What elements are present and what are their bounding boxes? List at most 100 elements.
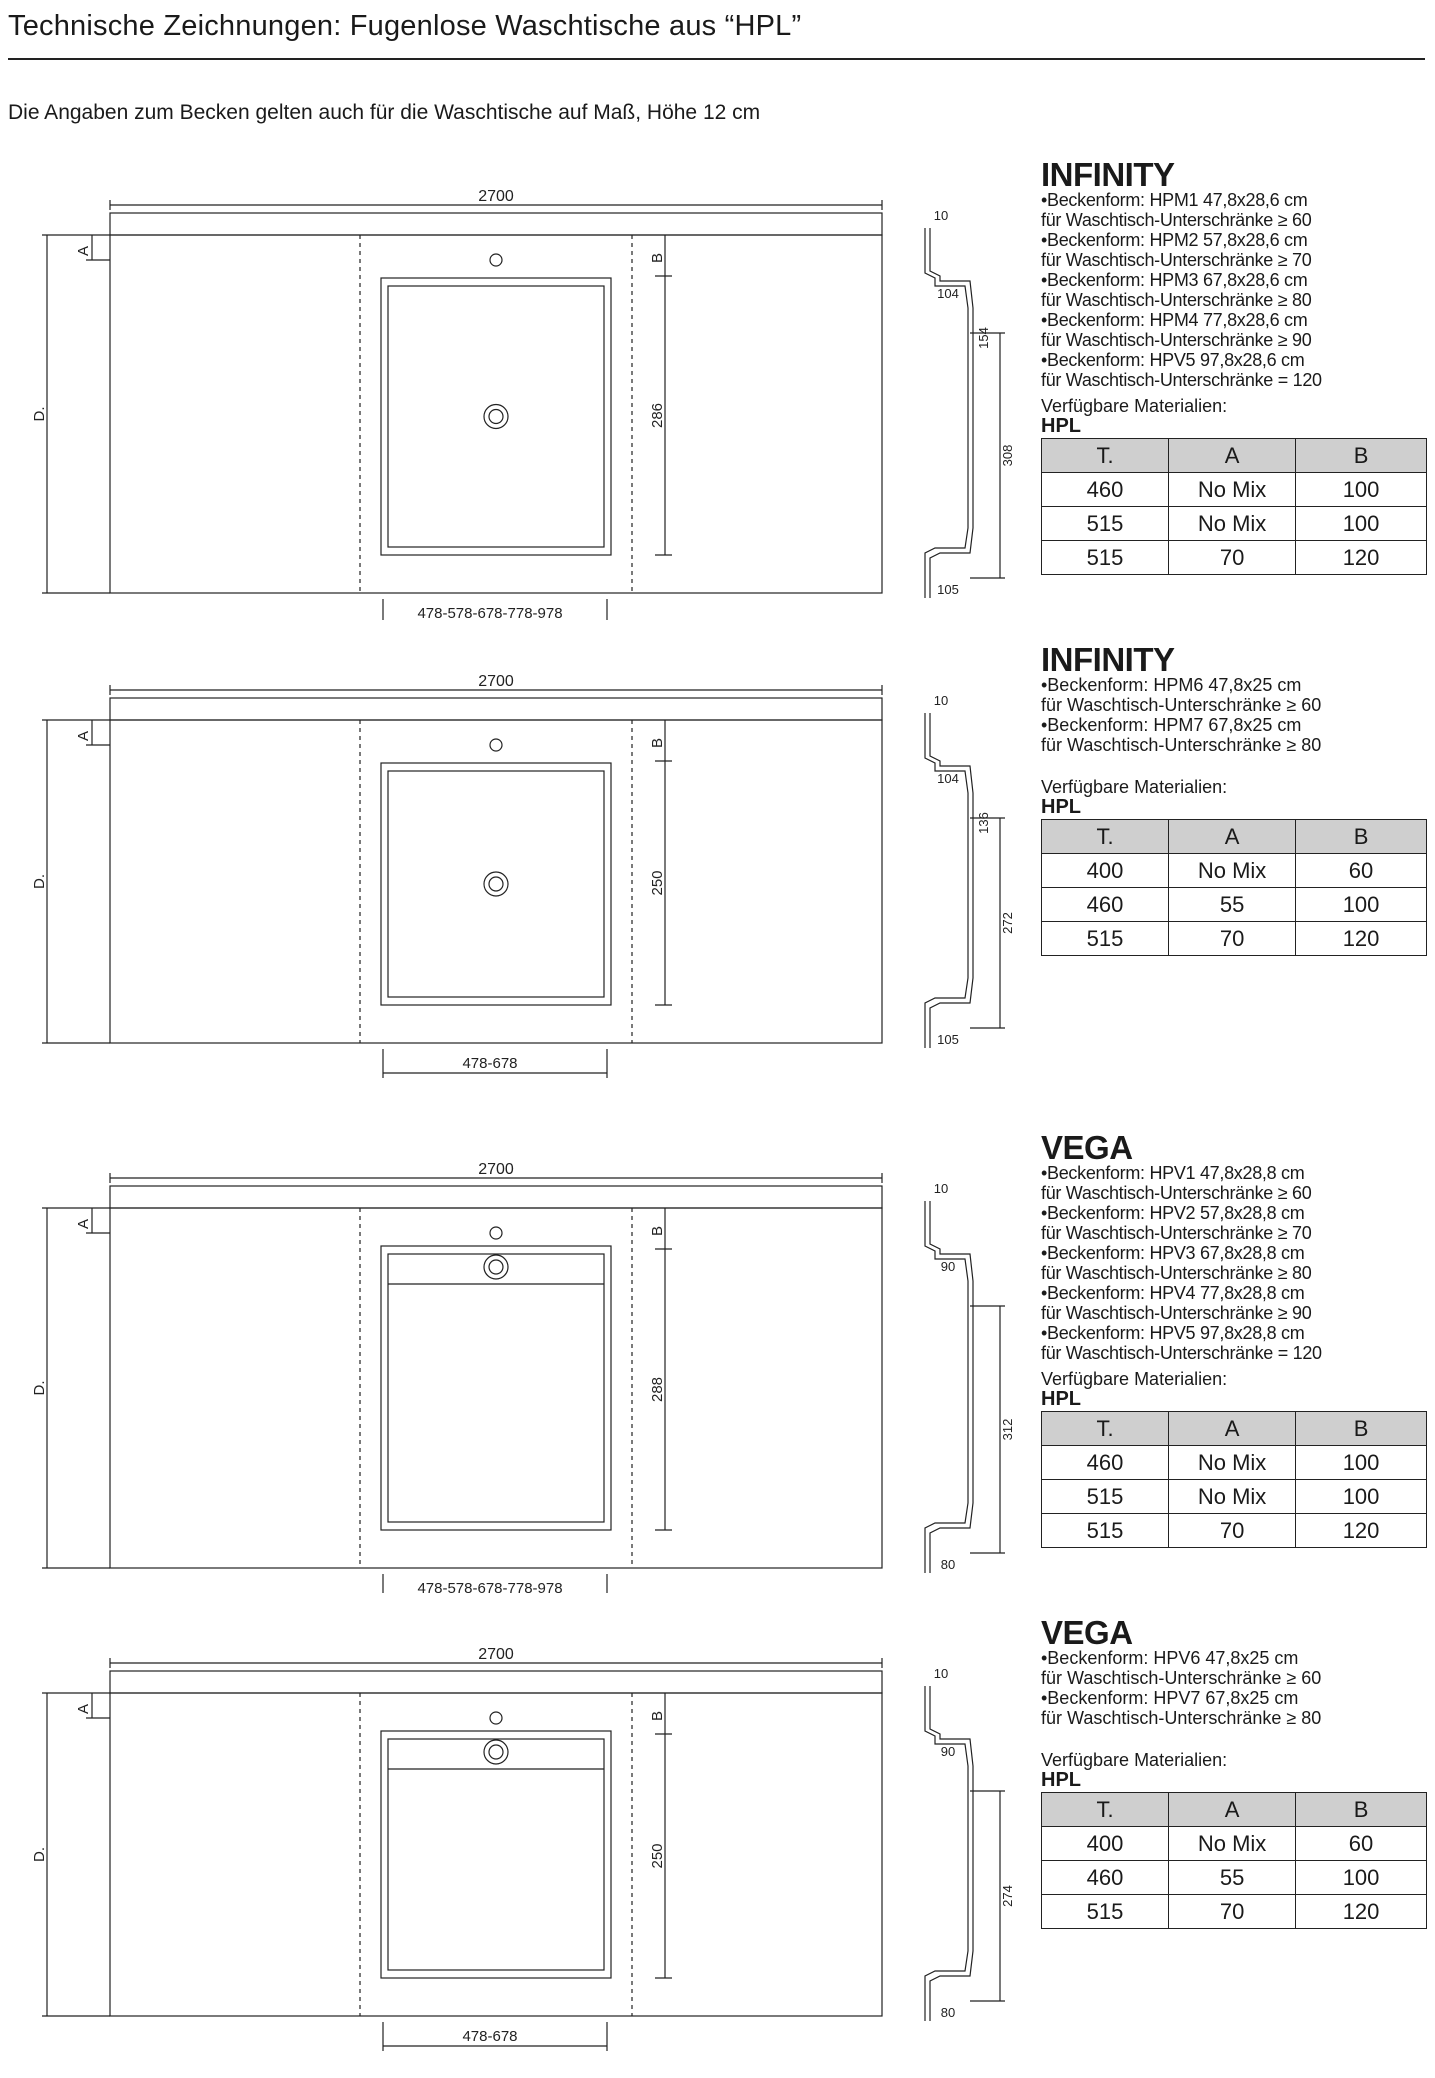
- depth-label: D.: [31, 1381, 48, 1396]
- cabinet-spec: für Waschtisch-Unterschränke ≥ 80: [1041, 290, 1312, 310]
- tap-hole-icon: [489, 738, 503, 752]
- width-dimension: 2700: [478, 1646, 514, 1663]
- depth-label: D.: [31, 1847, 48, 1862]
- table-header-cell: T.: [1040, 1411, 1170, 1446]
- materials-label: Verfügbare Materialien:: [1041, 1750, 1228, 1770]
- profile-total-dimension: 272: [1000, 912, 1015, 934]
- table-header-cell: B: [1295, 1411, 1427, 1446]
- basin-form-spec: •Beckenform: HPV5 97,8x28,8 cm: [1041, 1323, 1305, 1343]
- table-cell: 120: [1295, 1894, 1427, 1929]
- table-cell: 515: [1040, 921, 1170, 956]
- table-cell: 515: [1040, 1479, 1170, 1514]
- table-cell: 70: [1168, 1513, 1297, 1548]
- profile-total-dimension: 312: [1000, 1419, 1015, 1441]
- technical-drawing: 2700D.AB286478-578-678-778-9781010415430…: [31, 188, 1015, 620]
- table-header-cell: B: [1295, 1792, 1427, 1827]
- table-cell: 515: [1040, 540, 1170, 575]
- depth-label: D.: [31, 407, 48, 422]
- profile-bottom-dimension: 105: [937, 582, 959, 597]
- table-cell: 70: [1168, 921, 1297, 956]
- table-cell: 460: [1040, 1860, 1170, 1895]
- basin-depth-dimension: 250: [649, 1843, 666, 1868]
- width-dimension: 2700: [478, 1161, 514, 1178]
- width-dimension: 2700: [478, 188, 514, 205]
- basin-form-spec: •Beckenform: HPM6 47,8x25 cm: [1041, 675, 1302, 695]
- basin-width-dimension: 478-678: [462, 1055, 517, 1072]
- table-header-cell: A: [1168, 438, 1297, 473]
- table-header-cell: A: [1168, 819, 1297, 854]
- profile-bottom-dimension: 105: [937, 1032, 959, 1047]
- cabinet-spec: für Waschtisch-Unterschränke ≥ 80: [1041, 1708, 1322, 1728]
- profile-inner-dimension: 90: [941, 1744, 955, 1759]
- dimension-a-label: A: [75, 1704, 92, 1714]
- basin-depth-dimension: 286: [649, 403, 666, 428]
- page-title: Technische Zeichnungen: Fugenlose Wascht…: [8, 10, 802, 42]
- basin-width-dimension: 478-578-678-778-978: [417, 1580, 562, 1593]
- basin-form-spec: •Beckenform: HPM2 57,8x28,6 cm: [1041, 230, 1308, 250]
- table-cell: No Mix: [1168, 1479, 1297, 1514]
- profile-mid-dimension: 154: [976, 327, 991, 349]
- cabinet-spec: für Waschtisch-Unterschränke ≥ 60: [1041, 1183, 1312, 1203]
- profile-bottom-dimension: 80: [941, 1557, 955, 1572]
- dimension-a-label: A: [75, 246, 92, 256]
- cabinet-spec: für Waschtisch-Unterschränke = 120: [1041, 1343, 1322, 1363]
- table-header-cell: T.: [1040, 1792, 1170, 1827]
- table-cell: No Mix: [1168, 1826, 1297, 1861]
- table-cell: 460: [1040, 887, 1170, 922]
- profile-top-dimension: 10: [934, 208, 948, 223]
- basin-form-spec: •Beckenform: HPV7 67,8x25 cm: [1041, 1688, 1299, 1708]
- table-cell: 55: [1168, 1860, 1297, 1895]
- tap-hole-icon: [489, 1711, 503, 1725]
- table-cell: 60: [1295, 853, 1427, 888]
- cabinet-spec: für Waschtisch-Unterschränke ≥ 60: [1041, 1668, 1322, 1688]
- title-divider: [8, 58, 1425, 60]
- product-title: INFINITY: [1041, 156, 1175, 193]
- basin-form-spec: •Beckenform: HPM3 67,8x28,6 cm: [1041, 270, 1308, 290]
- basin-form-spec: •Beckenform: HPV6 47,8x25 cm: [1041, 1648, 1299, 1668]
- basin-depth-dimension: 250: [649, 870, 666, 895]
- table-cell: 460: [1040, 1445, 1170, 1480]
- basin-width-dimension: 478-578-678-778-978: [417, 605, 562, 620]
- table-cell: 60: [1295, 1826, 1427, 1861]
- table-cell: 100: [1295, 1860, 1427, 1895]
- table-cell: No Mix: [1168, 853, 1297, 888]
- table-cell: No Mix: [1168, 506, 1297, 541]
- cabinet-spec: für Waschtisch-Unterschränke = 120: [1041, 370, 1322, 390]
- materials-label: Verfügbare Materialien:: [1041, 396, 1228, 416]
- cabinet-spec: für Waschtisch-Unterschränke ≥ 80: [1041, 1263, 1312, 1283]
- table-cell: 100: [1295, 887, 1427, 922]
- table-cell: 460: [1040, 472, 1170, 507]
- basin-form-spec: •Beckenform: HPV5 97,8x28,6 cm: [1041, 350, 1305, 370]
- cabinet-spec: für Waschtisch-Unterschränke ≥ 70: [1041, 250, 1312, 270]
- material-name: HPL: [1041, 1388, 1081, 1410]
- profile-total-dimension: 274: [1000, 1885, 1015, 1907]
- cabinet-spec: für Waschtisch-Unterschränke ≥ 80: [1041, 735, 1322, 755]
- table-header-cell: B: [1295, 438, 1427, 473]
- table-header-cell: T.: [1040, 438, 1170, 473]
- dimension-a-label: A: [75, 731, 92, 741]
- table-cell: 55: [1168, 887, 1297, 922]
- dimension-b-label: B: [649, 1711, 666, 1721]
- table-cell: 515: [1040, 1513, 1170, 1548]
- tap-hole-icon: [489, 1226, 503, 1240]
